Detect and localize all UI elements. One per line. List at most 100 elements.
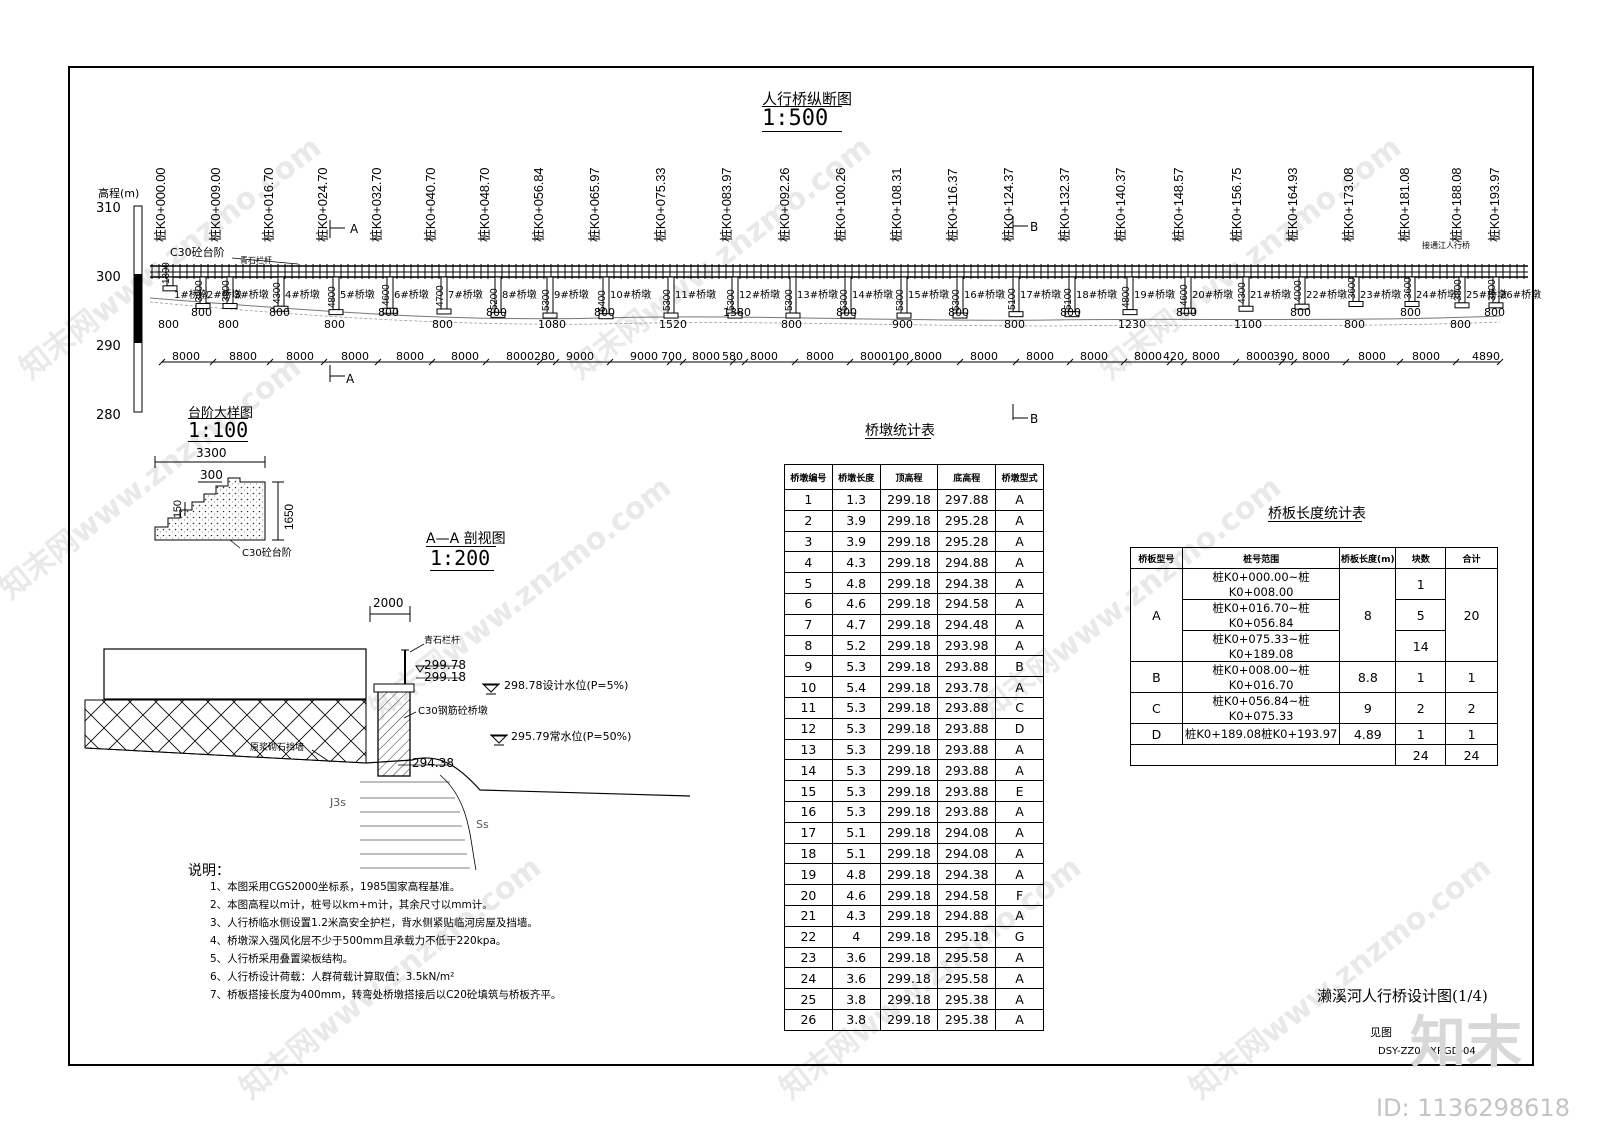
pier-footing <box>727 312 743 319</box>
slab-type-cell: C <box>1130 692 1183 724</box>
table-cell: A <box>995 988 1044 1010</box>
aa-wall-label: 原浆砌石挡墙 <box>250 743 305 753</box>
pier-label: 8#桥墩 <box>502 290 537 301</box>
table-cell: 294.88 <box>937 551 997 574</box>
slab-total-cell: 20 <box>1445 568 1498 662</box>
aa-normal-water: 295.79常水位(P=50%) <box>511 730 632 743</box>
pier-footing <box>663 312 679 319</box>
table-cell: F <box>995 884 1044 906</box>
table-cell: A <box>995 863 1044 886</box>
table-cell: 299.18 <box>879 967 939 990</box>
pier-footing <box>896 312 912 319</box>
step-scale-underline <box>188 441 248 442</box>
footing-dim: 800 <box>781 318 802 331</box>
watermark-logo: 知末 <box>1410 1011 1522 1076</box>
watermark-id: ID: 1136298618 <box>1376 1094 1570 1122</box>
footing-dim: 800 <box>324 318 345 331</box>
table-cell: 19 <box>784 863 833 886</box>
span-dim: 8000 <box>1358 350 1386 363</box>
footing-dim: 800 <box>269 306 290 319</box>
table-cell: 5.3 <box>831 655 881 678</box>
table-cell: A <box>995 1008 1044 1031</box>
slab-title-underline <box>1268 521 1362 522</box>
dim-tick <box>1180 358 1188 366</box>
footing-dim: 1100 <box>1234 318 1262 331</box>
slab-count-cell: 5 <box>1395 599 1447 631</box>
table-cell: 295.28 <box>937 509 997 532</box>
table-cell: 21 <box>784 904 833 927</box>
pier-footing <box>952 312 968 319</box>
span-dim: 8000 <box>1302 350 1330 363</box>
span-dim: 390 <box>1273 350 1294 363</box>
table-cell: 11 <box>784 696 833 719</box>
slab-type-cell: A <box>1130 568 1183 662</box>
table-cell: A <box>995 821 1044 844</box>
pier-label: 20#桥墩 <box>1192 290 1234 301</box>
table-cell: 13 <box>784 738 833 761</box>
pier-footing <box>1404 300 1420 307</box>
dim-tick <box>374 358 382 366</box>
table-cell: A <box>995 759 1044 782</box>
slab-count-cell: 1 <box>1395 723 1447 745</box>
table-cell: 293.88 <box>937 738 997 761</box>
table-cell: 3.6 <box>831 967 881 990</box>
aa-design-water: 298.78设计水位(P=5%) <box>504 679 629 692</box>
table-cell: 4.3 <box>831 904 881 927</box>
span-dim: 8000 <box>970 350 998 363</box>
footing-dim: 800 <box>1290 306 1311 319</box>
table-cell: 299.18 <box>879 551 939 574</box>
table-cell: 299.18 <box>879 1008 939 1031</box>
dim-tick <box>679 358 687 366</box>
table-cell: 294.08 <box>937 821 997 844</box>
dim-tick <box>606 358 614 366</box>
table-cell: A <box>995 800 1044 823</box>
elevation-label: 高程(m) <box>98 187 140 200</box>
footing-dim: 800 <box>218 318 239 331</box>
step-detail-scale: 1:100 <box>188 418 249 442</box>
span-dim: 700 <box>661 350 682 363</box>
aa-title-underline <box>426 546 496 547</box>
span-dim: 8800 <box>229 350 257 363</box>
table-cell: A <box>995 946 1044 969</box>
aa-geology-1: J3s <box>330 796 346 809</box>
span-dim: 580 <box>722 350 743 363</box>
table-cell: 5.3 <box>831 717 881 740</box>
table-cell: 4.7 <box>831 613 881 636</box>
table-row: D 桩K0+189.08桩K0+193.97 4.89 1 1 <box>1130 723 1498 745</box>
table-row: C 桩K0+056.84~桩K0+075.33 9 2 2 <box>1130 692 1498 724</box>
table-cell: 294.58 <box>937 884 997 906</box>
table-cell: A <box>995 592 1044 615</box>
table-cell: 293.88 <box>937 696 997 719</box>
table-cell: 295.38 <box>937 988 997 1010</box>
table-row: 桩K0+016.70~桩K0+056.84 5 <box>1131 599 1498 631</box>
aa-elev-bottom: 294.38 <box>412 756 454 770</box>
pier-label: 25#桥墩 <box>1466 290 1508 301</box>
table-cell: 293.88 <box>937 655 997 678</box>
table-cell: 22 <box>784 925 833 948</box>
footing-dim: 1380 <box>723 306 751 319</box>
section-mark-b-bottom: B <box>1030 412 1039 426</box>
table-cell: 16 <box>784 800 833 823</box>
pier-label: 26#桥墩 <box>1500 290 1542 301</box>
table-cell: 4 <box>784 551 833 574</box>
pier-label: 3#桥墩 <box>234 290 269 301</box>
table-cell: 7 <box>784 613 833 636</box>
span-dim: 8000 <box>172 350 200 363</box>
dim-tick <box>1278 358 1286 366</box>
footing-dim: 800 <box>1060 306 1081 319</box>
dim-tick <box>1342 358 1350 366</box>
span-dim: 8000 <box>692 350 720 363</box>
col-header: 桥板长度(m) <box>1339 547 1397 569</box>
table-cell: 293.88 <box>937 759 997 782</box>
step-title-underline <box>188 418 248 419</box>
span-dim: 4890 <box>1472 350 1500 363</box>
table-cell: 294.48 <box>937 613 997 636</box>
drawing-frame <box>68 66 1534 1066</box>
pier-label: 9#桥墩 <box>554 290 589 301</box>
pier-label: 15#桥墩 <box>908 290 950 301</box>
